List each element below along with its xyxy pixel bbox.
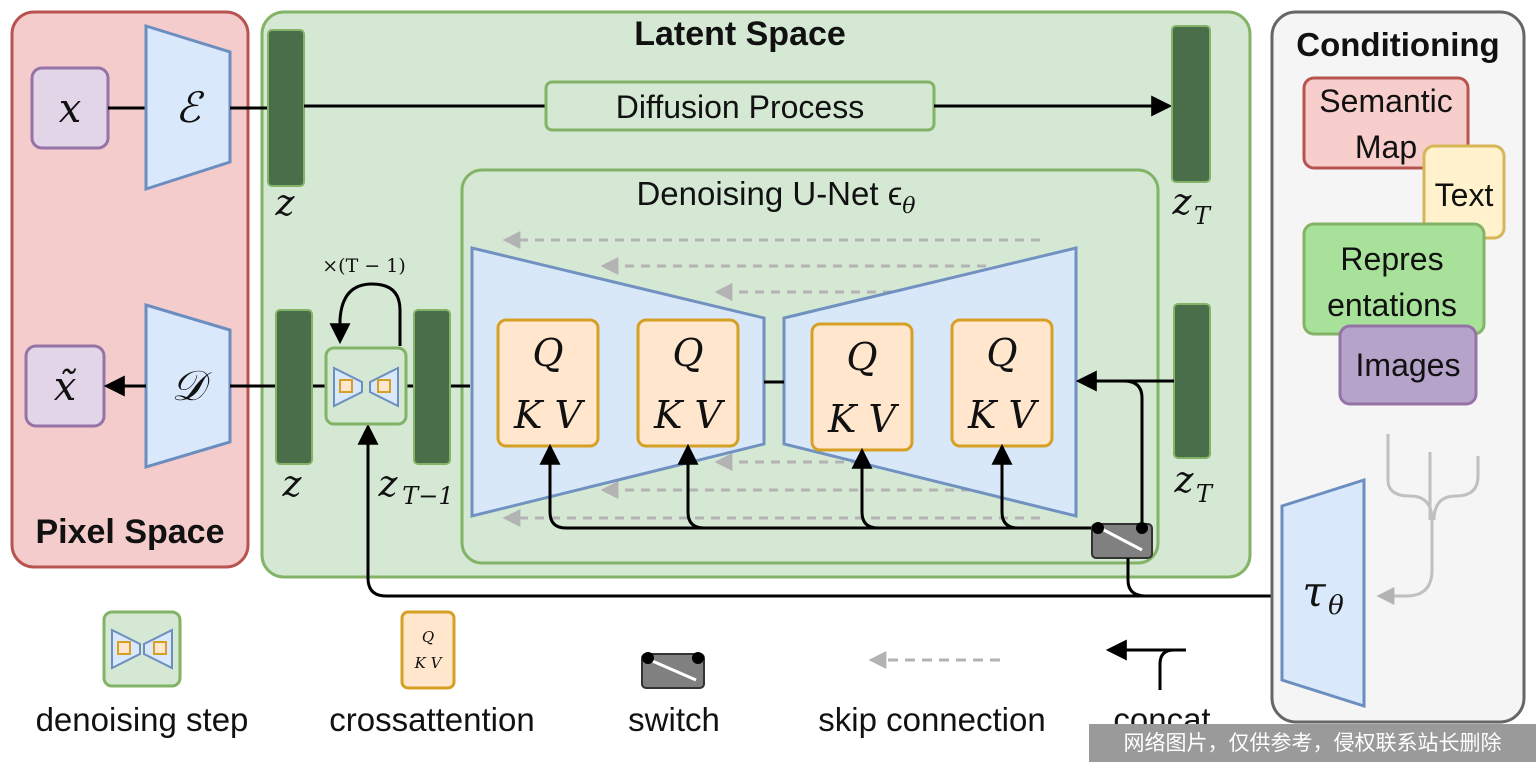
latent-zT-bottom-bar	[1173, 303, 1211, 459]
conditioning-merge-tree	[1376, 434, 1480, 605]
semantic-map-box: Semantic Map	[1302, 76, 1470, 170]
text-box: Text	[1422, 144, 1506, 240]
svg-text:Q: Q	[422, 628, 434, 646]
diffusion-process-label: Diffusion Process	[616, 89, 864, 125]
conditioning-label: Conditioning	[1296, 26, 1499, 63]
legend-crossattention-label: crossattention	[329, 701, 534, 738]
latent-z-top-bar	[267, 29, 305, 187]
zT-top-label: z T	[1172, 182, 1212, 230]
input-x-box: x	[30, 66, 110, 150]
x-tilde-symbol: x̃	[54, 364, 77, 410]
z-bottom-label: z	[282, 464, 303, 505]
svg-text:T: T	[1196, 480, 1214, 508]
crossattention-block-4: Q K V	[950, 318, 1054, 448]
svg-text:K V: K V	[414, 654, 444, 672]
svg-text:T−1: T−1	[402, 482, 453, 510]
repeat-label: ×(T − 1)	[322, 255, 406, 277]
encoder-block: ℰ	[144, 23, 232, 192]
legend-skip-connection-label: skip connection	[818, 701, 1045, 738]
output-x-tilde-box: x̃	[24, 344, 106, 428]
x-symbol: x	[59, 86, 82, 132]
svg-text:Q: Q	[532, 331, 563, 375]
zT-bottom-label: z T	[1174, 460, 1214, 508]
svg-text:Semantic: Semantic	[1319, 83, 1452, 119]
images-box: Images	[1338, 324, 1478, 406]
svg-text:K V: K V	[967, 393, 1039, 437]
svg-text:K V: K V	[513, 393, 585, 437]
conditioning-feed-lines	[539, 443, 1098, 530]
svg-text:T: T	[1194, 202, 1212, 230]
latent-z-bottom-bar	[275, 309, 313, 465]
legend-concat-icon	[1105, 639, 1186, 690]
tau-encoder-block: τ θ	[1280, 477, 1366, 709]
crossattention-block-2: Q K V	[636, 318, 740, 448]
legend-switch-label: switch	[628, 701, 720, 738]
diffusion-process-box: Diffusion Process	[544, 80, 936, 132]
crossattention-block-1: Q K V	[496, 318, 600, 448]
svg-text:Images: Images	[1356, 347, 1461, 383]
svg-text:τ: τ	[1302, 567, 1326, 616]
pixel-space-label: Pixel Space	[35, 513, 224, 551]
representations-box: Repres entations	[1302, 222, 1486, 336]
latent-zT-1-bar	[413, 309, 451, 465]
latent-zT-top-bar	[1171, 25, 1211, 183]
svg-text:K V: K V	[827, 397, 899, 441]
encoder-symbol: ℰ	[175, 83, 205, 132]
svg-text:z: z	[1174, 460, 1195, 501]
svg-text:z: z	[1172, 182, 1193, 223]
crossattention-block-3: Q K V	[810, 322, 914, 452]
svg-text:Text: Text	[1435, 177, 1494, 213]
tau-to-denoise-arrow	[357, 423, 1282, 598]
svg-text:Map: Map	[1355, 129, 1417, 165]
z-top-label: z	[275, 183, 296, 224]
repeat-loop-arrow	[329, 282, 402, 346]
legend-denoising-step-label: denoising step	[36, 701, 249, 738]
legend-crossattention-icon: Q K V	[400, 610, 456, 690]
svg-text:entations: entations	[1327, 287, 1457, 323]
svg-text:Repres: Repres	[1340, 241, 1443, 277]
decoder-block: 𝒟	[144, 302, 232, 470]
unet-title: Denoising U-Net ϵθ	[636, 175, 915, 219]
svg-text:K V: K V	[653, 393, 725, 437]
zT-1-label: z T−1	[378, 464, 454, 510]
switch-block	[1091, 522, 1153, 559]
watermark-banner: 网络图片，仅供参考，侵权联系站长删除	[1089, 724, 1536, 762]
legend-denoising-step-icon	[102, 610, 182, 688]
svg-text:Q: Q	[986, 331, 1017, 375]
svg-text:z: z	[378, 464, 399, 505]
denoising-step-block	[324, 346, 408, 426]
concat-path	[1123, 379, 1144, 528]
svg-text:θ: θ	[1328, 591, 1344, 621]
legend-switch-icon	[641, 652, 705, 689]
svg-text:Q: Q	[846, 335, 877, 379]
latent-space-label: Latent Space	[634, 15, 846, 53]
svg-text:Q: Q	[672, 331, 703, 375]
